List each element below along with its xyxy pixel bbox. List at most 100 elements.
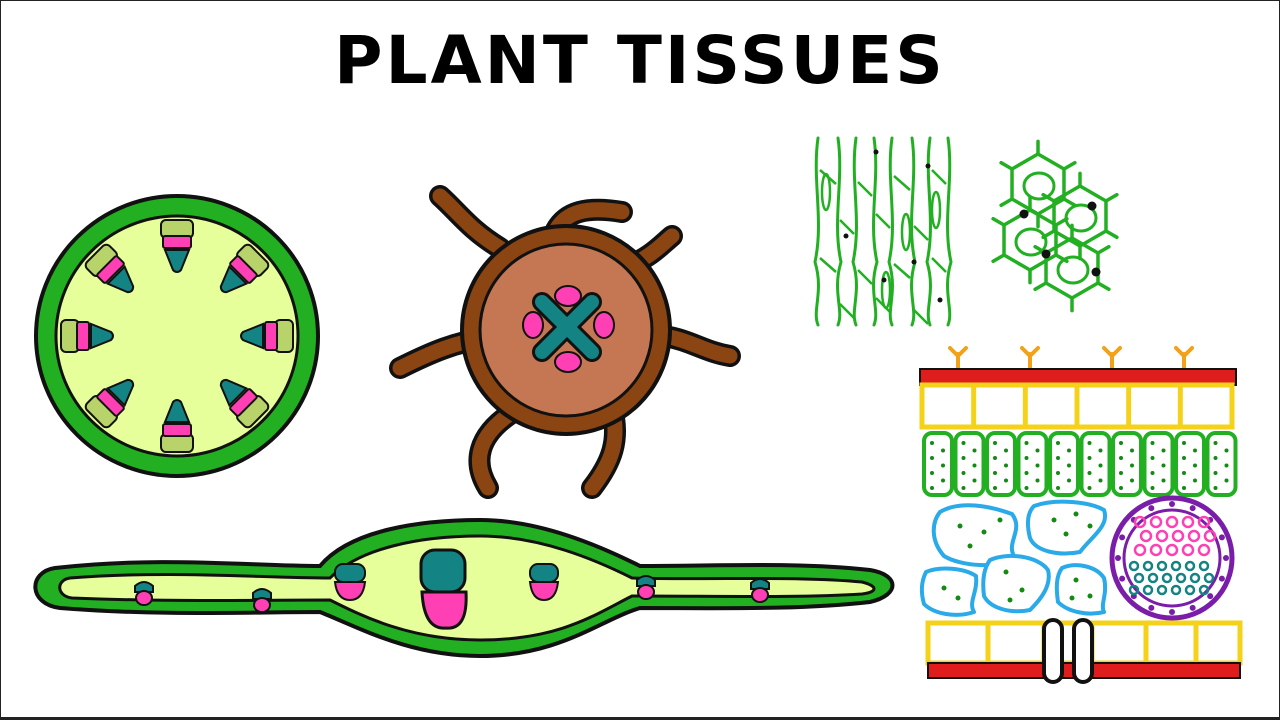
chloroplast (993, 486, 997, 490)
chloroplast (1213, 486, 1218, 490)
phloem-cell (1156, 584, 1168, 596)
chloroplast (1073, 577, 1079, 583)
chloroplast (1161, 478, 1166, 483)
phloem-cell (1170, 560, 1182, 572)
sheath-cell (1218, 534, 1225, 541)
chloroplast (1182, 456, 1186, 460)
phloem-cell (1184, 584, 1196, 596)
chloroplast (1224, 478, 1229, 483)
chloroplast (1150, 456, 1155, 460)
lumen (880, 270, 892, 310)
chloroplast (1069, 595, 1075, 601)
phloem-cell (1170, 584, 1182, 596)
chloroplast (1024, 441, 1029, 445)
chloroplast (1087, 523, 1093, 529)
phloem-cell (1142, 560, 1154, 572)
chloroplast (941, 448, 945, 453)
palisade-cell (1016, 431, 1049, 497)
xylem-vessel (1149, 515, 1163, 529)
palisade-cell (1048, 431, 1080, 497)
chloroplast (1161, 448, 1166, 453)
vascular-bundle (219, 378, 270, 429)
cell-wall (946, 136, 953, 327)
chloroplast (1213, 441, 1218, 445)
chloroplast (1119, 456, 1123, 460)
bundle-xylem (334, 563, 366, 583)
wall-extension (1096, 281, 1111, 292)
sheath-cell (1148, 604, 1155, 611)
midrib-phloem (420, 590, 468, 630)
root-cross-section (389, 185, 741, 499)
xylem-vessel (1203, 529, 1217, 543)
xylem-vessel (1171, 529, 1185, 543)
palisade-cell (953, 431, 986, 497)
nucleus (937, 297, 943, 303)
nucleus (1091, 267, 1101, 277)
phloem-cell (1203, 572, 1215, 584)
phloem-cell (1189, 572, 1201, 584)
lumen (930, 190, 942, 230)
stomata-guard-cells (1042, 618, 1094, 684)
wall-extension (1062, 160, 1077, 171)
bundle-xylem (636, 575, 656, 587)
sheath-cell (1189, 604, 1196, 611)
bundle-phloem (162, 235, 192, 249)
cell-wall (1052, 184, 1108, 248)
leaf-blade-cross-section (33, 517, 895, 659)
chloroplast (1193, 463, 1197, 468)
bundle-xylem (163, 399, 191, 423)
phloem-cell (1147, 572, 1159, 584)
phloem-cell (1161, 572, 1173, 584)
chloroplast (930, 486, 934, 490)
nucleus (881, 277, 887, 283)
nucleus (1087, 201, 1097, 211)
bundle-phloem (751, 587, 769, 603)
trichome-branch (1182, 346, 1194, 358)
chloroplast (1098, 463, 1103, 468)
xylem-vessel (1165, 543, 1179, 557)
chloroplast (1073, 511, 1079, 517)
xylem-vessel (1165, 515, 1179, 529)
chloroplast (972, 478, 977, 483)
phloem-cell (1133, 572, 1145, 584)
chloroplast (957, 523, 963, 529)
chloroplast (981, 529, 987, 535)
trichome-branch (1028, 346, 1040, 358)
bundle-xylem (105, 378, 135, 408)
chloroplast (1161, 463, 1166, 468)
root-phloem (522, 285, 615, 373)
palisade-cell (1079, 431, 1112, 497)
title: PLANT TISSUES (334, 22, 946, 99)
chloroplast (1051, 517, 1057, 523)
bundle-phloem (135, 590, 153, 606)
chloroplast (1056, 441, 1060, 445)
root-xylem-x-fill (535, 295, 599, 359)
chloroplast (972, 448, 977, 453)
chloroplast (993, 441, 997, 445)
bundle-xylem (219, 378, 249, 408)
vascular-bundle (60, 319, 114, 353)
chloroplast (1004, 478, 1008, 483)
palisade-cell (1174, 431, 1206, 497)
chloroplast (930, 456, 934, 460)
xylem-vessel (1181, 515, 1195, 529)
bundle-xylem (252, 588, 272, 600)
chloroplast (1056, 456, 1060, 460)
trichome-branch (1110, 346, 1122, 358)
cell-wall (813, 136, 820, 327)
bundle-phloem (264, 321, 278, 351)
nucleus (1019, 209, 1029, 219)
chloroplast (1067, 463, 1071, 468)
vascular-bundle (160, 399, 194, 453)
wall-extension (991, 253, 1006, 264)
phloem-cell (1128, 560, 1140, 572)
palisade-layer (922, 431, 1238, 497)
chloroplast (1150, 486, 1155, 490)
wall-extension (999, 197, 1014, 208)
chloroplast (1056, 486, 1060, 490)
chloroplast (1213, 471, 1218, 475)
vascular-bundle (160, 219, 194, 273)
leaf-vein (1109, 495, 1235, 621)
wall-extension (1104, 192, 1119, 203)
vascular-bundle (240, 319, 294, 353)
